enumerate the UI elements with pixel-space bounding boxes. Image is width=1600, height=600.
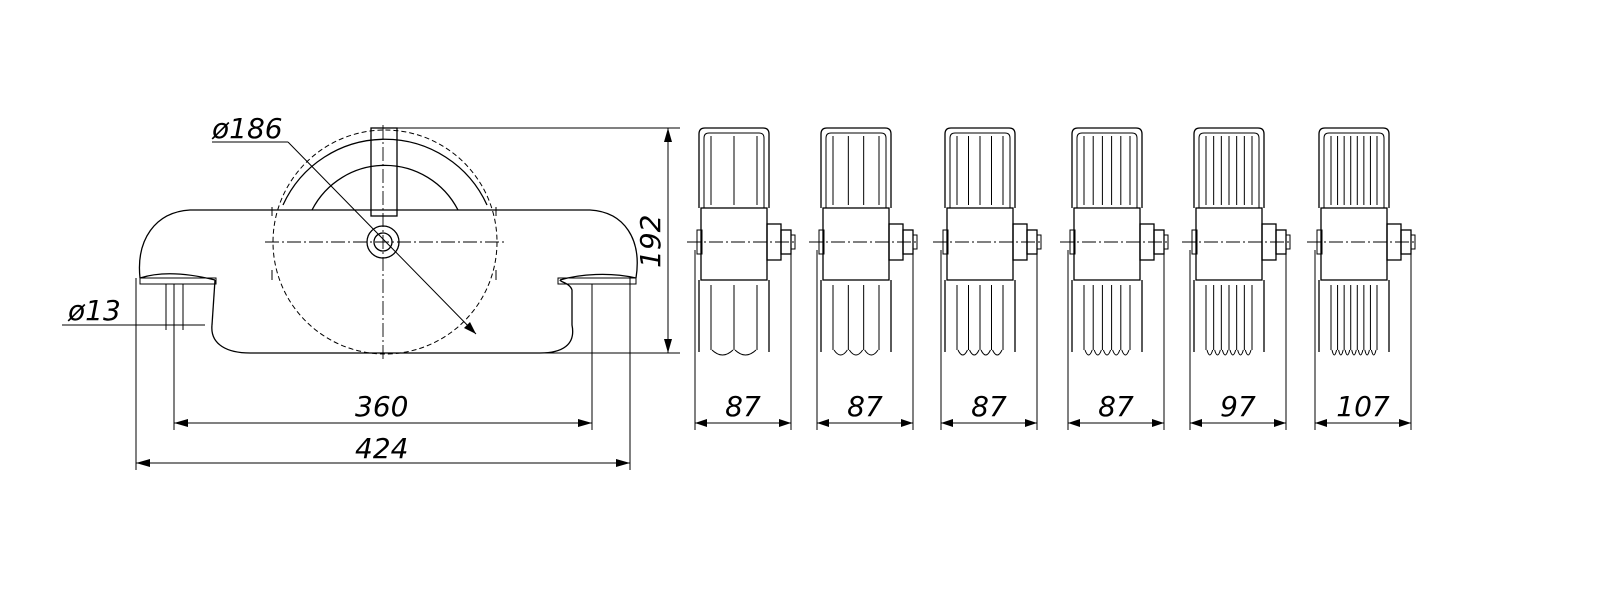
left-flange: [139, 277, 217, 285]
dim-side-width-3: 87: [971, 390, 1007, 423]
dim-wheel-diameter: ø186: [211, 112, 283, 145]
hanger-bracket: [370, 127, 398, 217]
dim-side-width-1: 87: [725, 390, 761, 423]
side-view-3: 87: [933, 127, 1042, 430]
dim-hole-spacing: 360: [355, 390, 408, 423]
front-view: [138, 125, 638, 360]
side-view-1: 87: [687, 127, 796, 430]
base-plate-outline: [138, 209, 638, 354]
front-dimensions: ø186 ø13 192 360 424: [62, 112, 680, 470]
side-view-6: 107: [1307, 127, 1416, 430]
dim-height: 192: [634, 215, 667, 268]
pulley-groove-arc: [311, 164, 459, 211]
dim-side-width-4: 87: [1098, 390, 1134, 423]
side-view-2: 87: [809, 127, 918, 430]
side-views: 87 87 87 87 97 107: [687, 127, 1416, 430]
dim-side-width-6: 107: [1336, 390, 1390, 423]
side-view-5: 97: [1182, 127, 1291, 430]
right-flange: [557, 277, 637, 285]
pulley-wheel-visible-arc: [282, 138, 488, 206]
side-view-4: 87: [1060, 127, 1169, 430]
base-left-cut: [211, 279, 216, 326]
dim-overall-length: 424: [355, 432, 408, 465]
dim-side-width-5: 97: [1220, 390, 1256, 423]
dim-side-width-2: 87: [847, 390, 883, 423]
dim-hole-diameter: ø13: [67, 294, 121, 327]
